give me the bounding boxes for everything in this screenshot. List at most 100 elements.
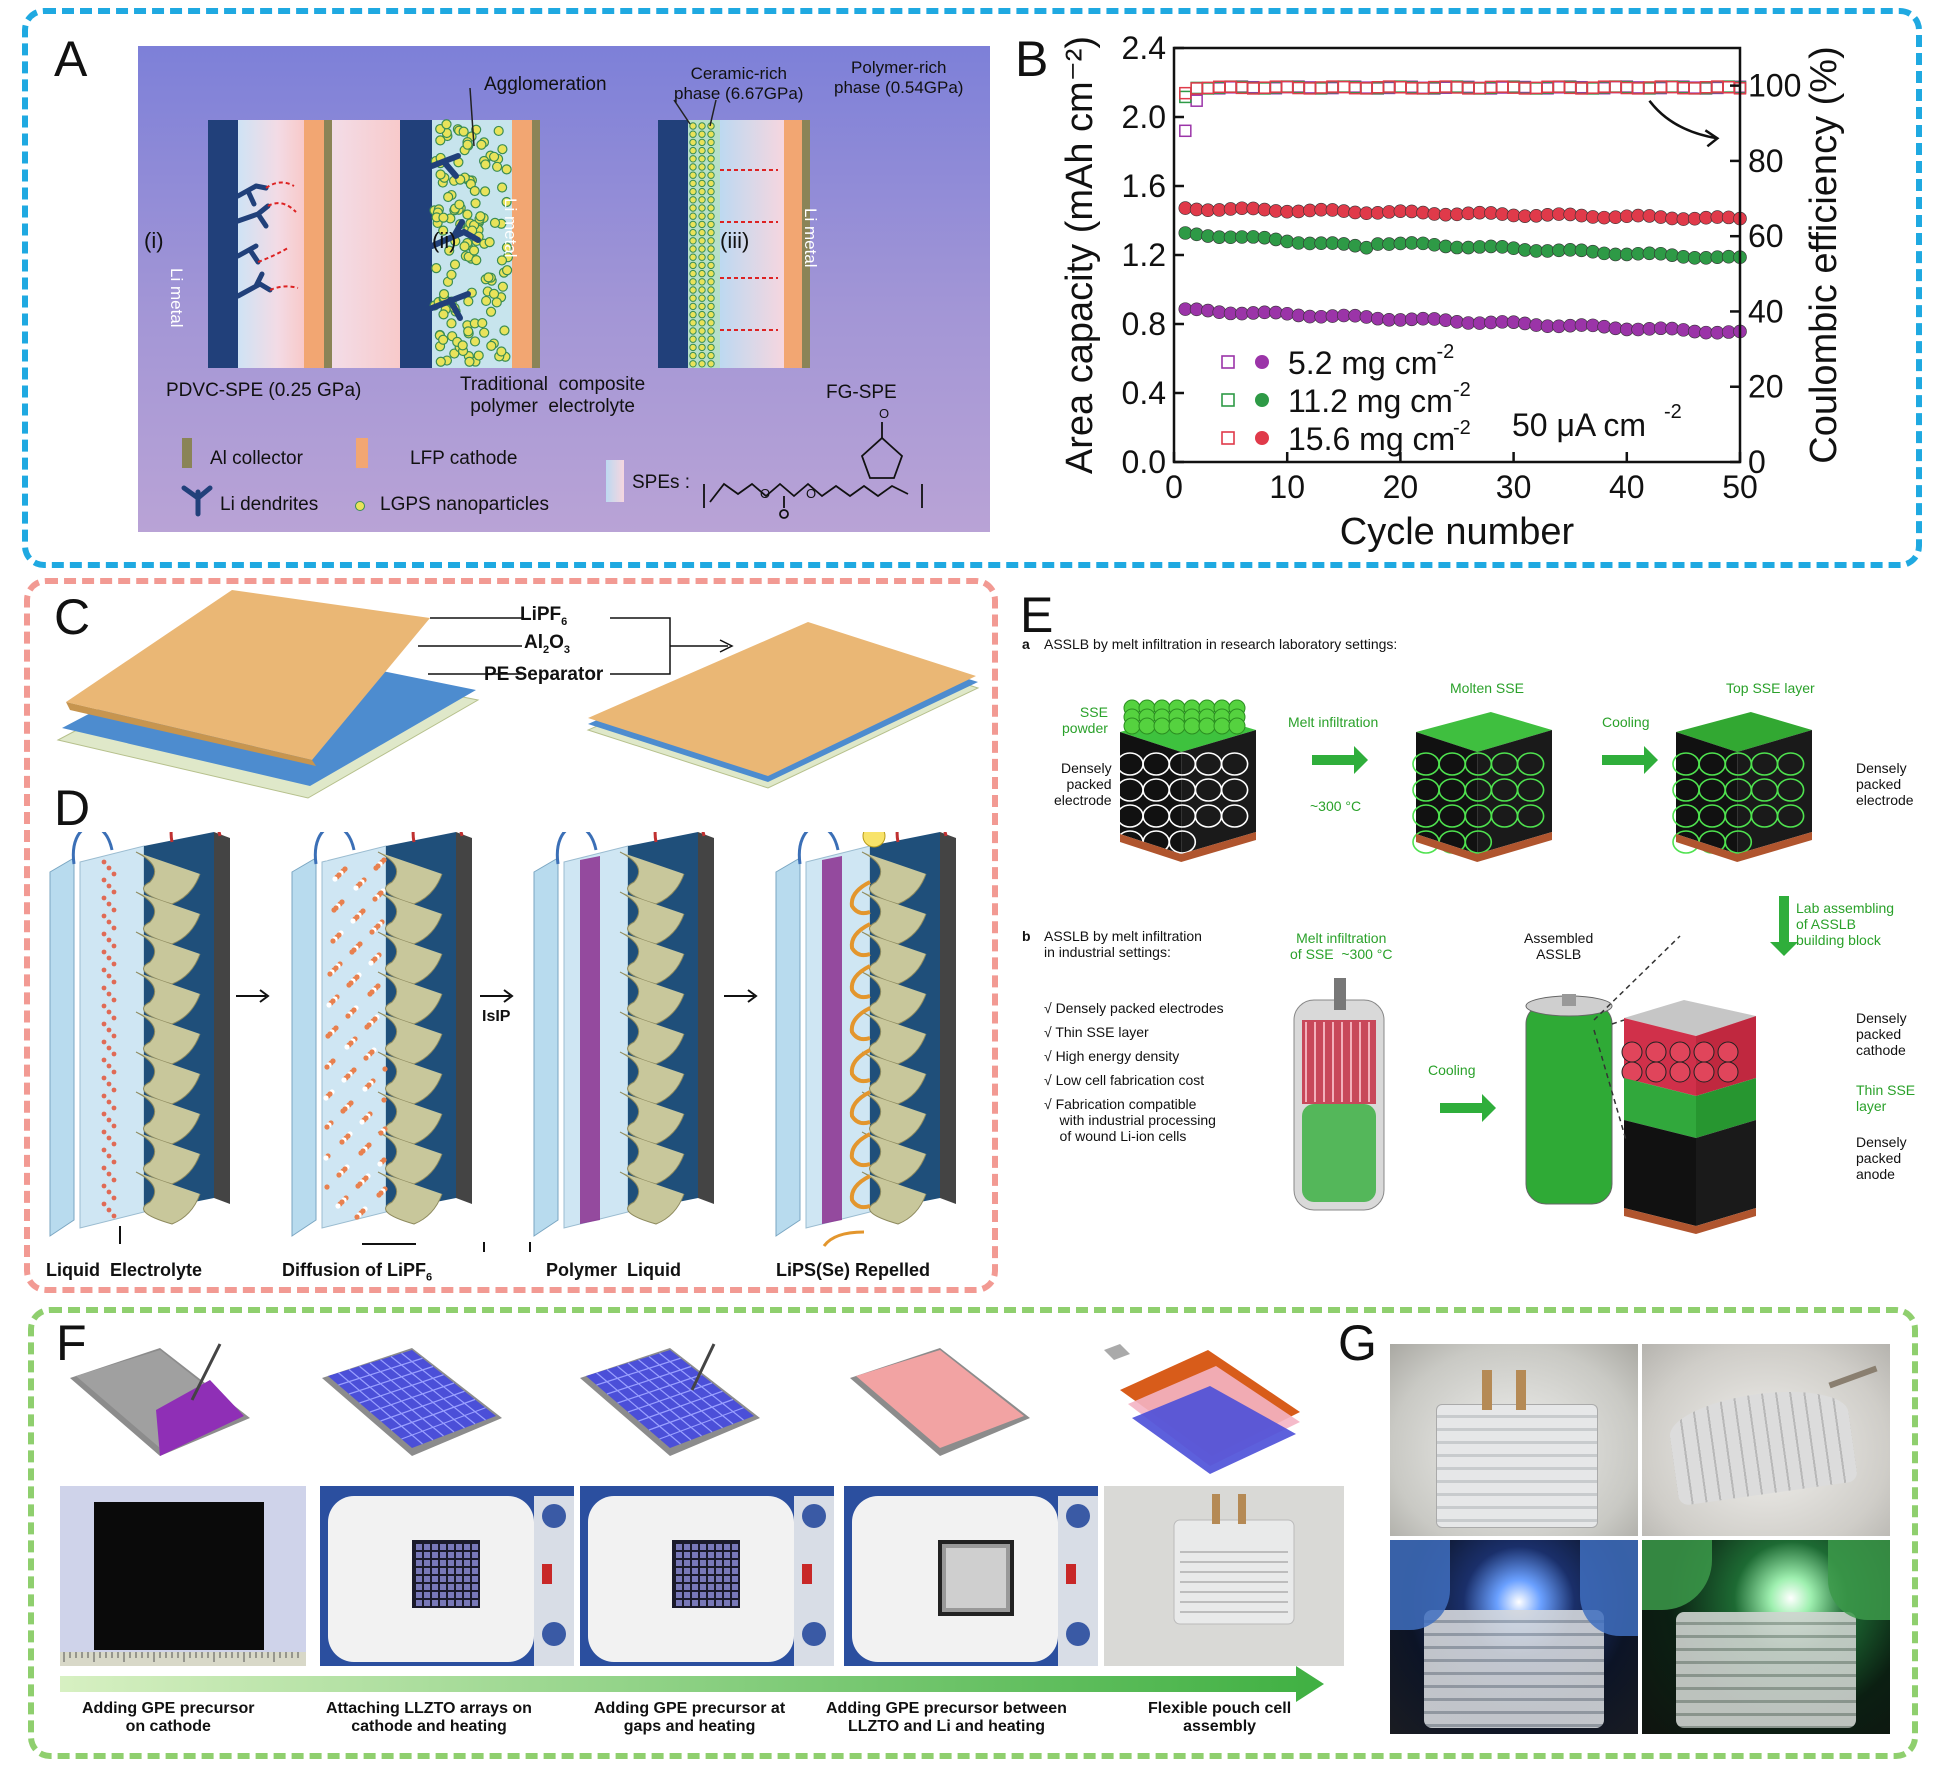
y-tick-label: 2.0: [1122, 99, 1166, 135]
lgps-particle: [707, 146, 715, 155]
llzto-cell: [464, 1592, 470, 1598]
particle-outline: [1516, 778, 1545, 802]
lit-pouch-cell: [1676, 1612, 1856, 1728]
panel-label-f: F: [56, 1315, 87, 1371]
lgps-particle: [486, 340, 497, 351]
capacity-point: [1450, 207, 1464, 222]
llzto-cell: [676, 1600, 682, 1606]
capacity-point: [1665, 321, 1679, 336]
llzto-cell: [424, 1584, 430, 1590]
panel-c-al-sub: 2: [543, 643, 550, 656]
capacity-point: [1676, 250, 1691, 264]
sulfur-blob: [861, 1011, 927, 1065]
hotplate-knob: [1066, 1504, 1090, 1528]
llzto-cell: [456, 1584, 462, 1590]
capacity-point: [1506, 241, 1521, 256]
lgps-particle: [698, 212, 706, 220]
sulfur-blob: [861, 891, 927, 945]
cell-tab: [1828, 1365, 1878, 1389]
process-arrow: [60, 1666, 1324, 1702]
pouch-tab: [1212, 1494, 1220, 1524]
llzto-cell: [700, 1576, 706, 1582]
lips-repelled: [849, 1132, 871, 1168]
lgps-particle: [698, 237, 706, 245]
lgps-particle: [698, 146, 706, 155]
llzto-cell: [716, 1600, 722, 1606]
y-tick-label: 0.8: [1122, 306, 1166, 342]
lipf6-particle: [325, 1033, 331, 1039]
sse-powder-particle: [1168, 717, 1186, 735]
llzto-cell: [708, 1552, 714, 1558]
sulfur-blob: [619, 1171, 685, 1225]
lipf6-particle: [345, 1013, 351, 1019]
separator-panel: [49, 857, 75, 1237]
frame-bottom: [28, 1307, 1918, 1759]
lgps-particle: [491, 297, 502, 308]
lipf6-particle: [336, 1172, 342, 1178]
grid-line: [390, 1356, 476, 1425]
green-arrow: [1440, 1094, 1496, 1122]
llzto-cell: [684, 1584, 690, 1590]
lgps-particle: [707, 294, 715, 302]
lipf6-particle: [326, 1002, 332, 1008]
panel-c-label-pe: PE Separator: [484, 664, 604, 685]
panel-g-photo-1: [1390, 1344, 1638, 1536]
efficiency-point: [1394, 81, 1407, 94]
panel-a-roman-1: (i): [144, 228, 164, 253]
particle-outline: [1724, 830, 1753, 854]
lgps-particle: [698, 286, 706, 294]
hotplate-knob: [542, 1504, 566, 1528]
panel-c-label-lipf: LiPF6: [520, 604, 567, 628]
llzto-cell: [432, 1592, 438, 1598]
lipf6-particle: [101, 1201, 107, 1207]
lipf6-particle: [101, 967, 107, 973]
llzto-cell: [716, 1592, 722, 1598]
panel-e-check-5: √ Fabrication compatible with industrial…: [1044, 1096, 1216, 1145]
sulfur-blob: [861, 1171, 927, 1225]
y-tick-label: 2.4: [1122, 30, 1166, 66]
capacity-point: [1653, 246, 1668, 261]
lips-repelled: [849, 1090, 871, 1126]
capacity-point: [1529, 318, 1544, 332]
lgps-particle: [698, 319, 706, 327]
cube-top: [1676, 712, 1812, 752]
efficiency-point: [1337, 80, 1351, 94]
lipf6-particle: [111, 1159, 117, 1165]
repel-arrow: [822, 1230, 865, 1247]
lipf6-particle: [111, 943, 117, 949]
hotplate-knob: [802, 1504, 826, 1528]
efficiency-point: [1654, 80, 1668, 94]
sulfur-blob: [861, 1091, 927, 1145]
llzto-cell: [424, 1592, 430, 1598]
lgps-particle: [454, 199, 465, 210]
capacity-point: [1370, 206, 1385, 220]
lipf6-particle: [101, 1093, 107, 1099]
lgps-particle: [707, 138, 715, 147]
llzto-cell: [676, 1592, 682, 1598]
sulfur-blob: [861, 1051, 927, 1105]
lgps-particle: [698, 294, 706, 302]
panel-a-roman-2: (ii): [432, 228, 457, 253]
lgps-particle: [438, 309, 449, 320]
sulfur-blob: [377, 891, 443, 945]
llzto-cell: [708, 1560, 714, 1566]
llzto-cell: [700, 1560, 706, 1566]
lgps-particle: [463, 326, 474, 337]
lipf6-particle: [101, 1129, 107, 1135]
llzto-cell: [448, 1544, 454, 1550]
sulfur-blob: [377, 931, 443, 985]
cube-right: [1737, 730, 1812, 854]
grid-line: [638, 1359, 723, 1429]
grid-line: [627, 1382, 713, 1413]
efficiency-point: [1201, 81, 1215, 95]
efficiency-point: [1326, 80, 1339, 94]
lgps-particle: [441, 119, 452, 130]
y-tick-label: 0.0: [1122, 444, 1166, 480]
efficiency-point: [1586, 82, 1600, 95]
current-collector: [940, 832, 956, 1204]
lipf6-particle: [106, 937, 112, 943]
lgps-particle: [464, 356, 475, 367]
lgps-particle: [707, 245, 715, 253]
capacity-point: [1416, 205, 1430, 220]
